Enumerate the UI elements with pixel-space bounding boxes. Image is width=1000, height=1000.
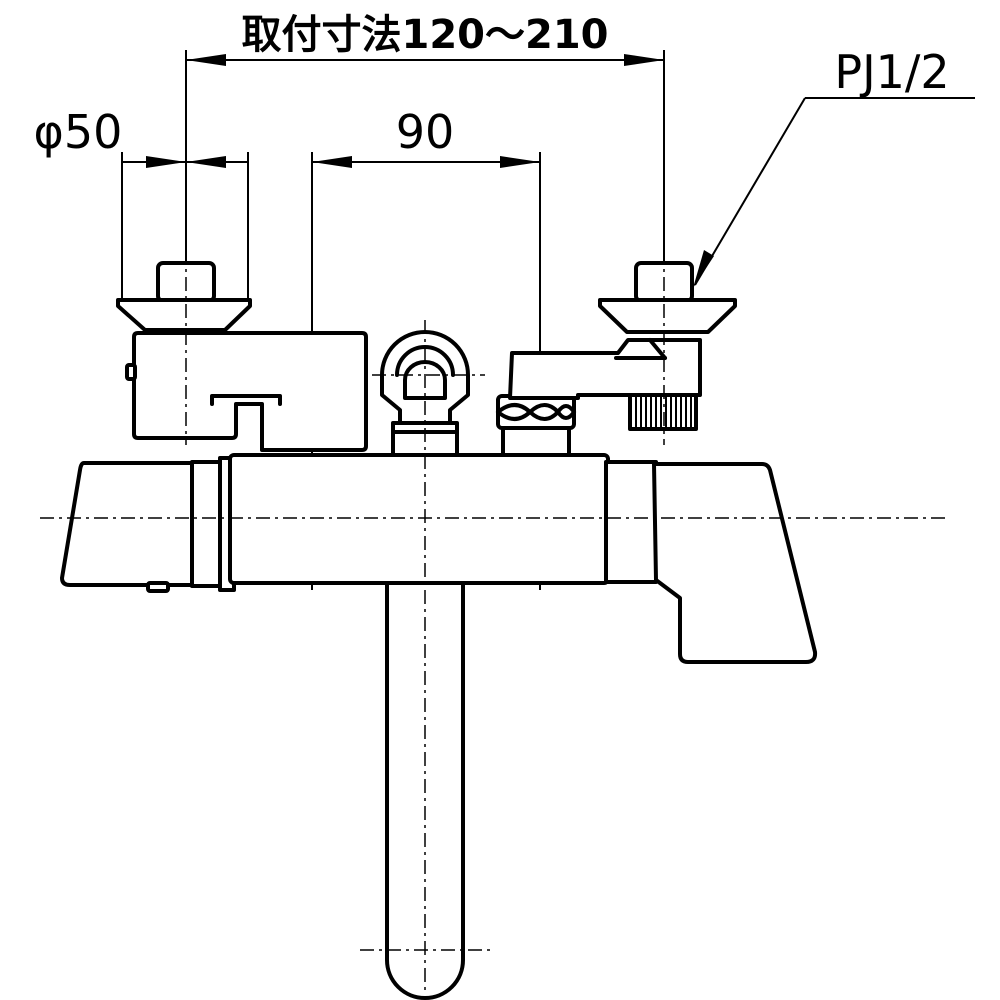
thread-spec-label: PJ1/2 xyxy=(834,45,949,99)
mounting-dimension-line xyxy=(185,50,665,270)
right-connection-nut xyxy=(598,261,737,334)
mounting-dimension-label: 取付寸法120～210 xyxy=(242,12,609,58)
diameter-dimension-line xyxy=(121,152,249,300)
mixer-body xyxy=(60,453,818,664)
thread-leader-line xyxy=(693,97,975,288)
right-elbow-arm xyxy=(508,338,702,431)
left-elbow-body xyxy=(125,331,368,452)
spacing-label: 90 xyxy=(396,105,455,159)
center-lines xyxy=(40,250,950,990)
right-hex-fitting xyxy=(496,394,576,458)
left-connection-nut xyxy=(116,261,252,332)
diameter-label: φ50 xyxy=(34,105,123,159)
knurled-grip xyxy=(635,397,692,428)
